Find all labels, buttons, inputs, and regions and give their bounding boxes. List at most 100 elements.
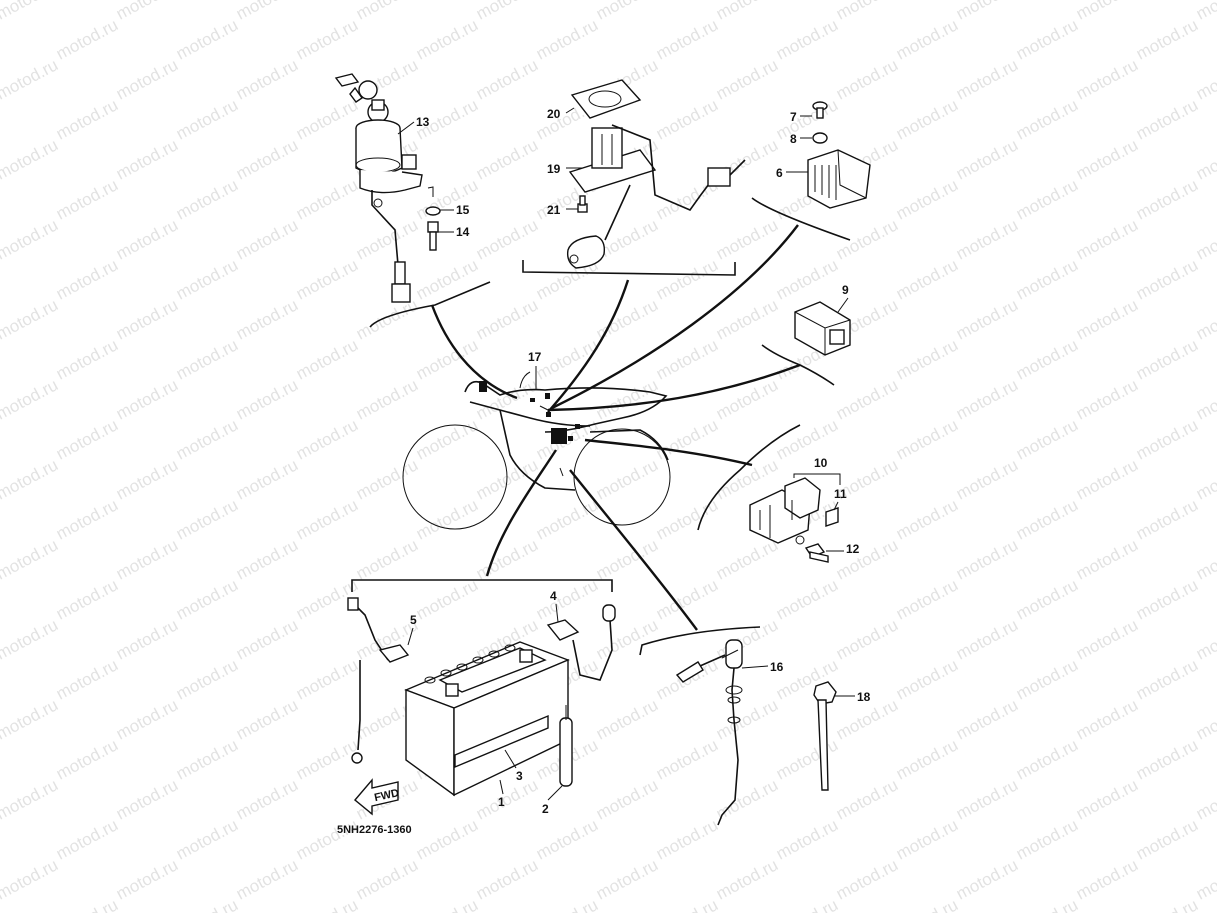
callout-1: 1: [498, 795, 505, 809]
watermark-text: motod.ru: [1193, 295, 1217, 343]
watermark-text: motod.ru: [1073, 375, 1141, 423]
watermark-text: motod.ru: [833, 775, 901, 823]
watermark-text: motod.ru: [413, 495, 481, 543]
watermark-text: motod.ru: [1193, 375, 1217, 423]
watermark-text: motod.ru: [233, 695, 301, 743]
watermark-text: motod.ru: [773, 15, 841, 63]
battery-plus-lead-icon: [546, 604, 616, 681]
watermark-text: motod.ru: [0, 295, 61, 343]
watermark-text: motod.ru: [1013, 895, 1081, 913]
watermark-text: motod.ru: [173, 15, 241, 63]
watermark-text: motod.ru: [893, 335, 961, 383]
watermark-text: motod.ru: [413, 175, 481, 223]
watermark-text: motod.ru: [1193, 455, 1217, 503]
watermark-text: motod.ru: [713, 775, 781, 823]
battery-band-icon: [454, 714, 549, 769]
watermark-text: motod.ru: [533, 15, 601, 63]
watermark-text: motod.ru: [293, 415, 361, 463]
neutral-switch-group: 16 18: [639, 626, 871, 826]
watermark-text: motod.ru: [113, 615, 181, 663]
watermark-text: motod.ru: [1073, 535, 1141, 583]
watermark-text: motod.ru: [233, 295, 301, 343]
watermark-text: motod.ru: [893, 95, 961, 143]
watermark-text: motod.ru: [473, 855, 541, 903]
regulator-group: 7 8 6: [751, 101, 871, 241]
callout-5: 5: [410, 613, 417, 627]
watermark-text: motod.ru: [1073, 295, 1141, 343]
diagram-code: 5NH2276-1360: [337, 824, 412, 836]
watermark-text: motod.ru: [1193, 615, 1217, 663]
watermark-text: motod.ru: [0, 55, 61, 103]
watermark-text: motod.ru: [773, 415, 841, 463]
watermark-text: motod.ru: [833, 215, 901, 263]
watermark-text: motod.ru: [773, 255, 841, 303]
watermark-text: motod.ru: [173, 575, 241, 623]
callout-3: 3: [516, 769, 523, 783]
motorcycle-silhouette: [402, 371, 671, 530]
watermark-text: motod.ru: [173, 735, 241, 783]
watermark-text: motod.ru: [653, 335, 721, 383]
battery-minus-lead-icon: [347, 597, 410, 764]
fuel-sender-icon: [566, 124, 746, 269]
watermark-text: motod.ru: [413, 575, 481, 623]
watermark-text: motod.ru: [53, 15, 121, 63]
battery-location-marker: [551, 428, 567, 444]
watermark-text: motod.ru: [233, 535, 301, 583]
callout-7: 7: [790, 110, 797, 124]
watermark-text: motod.ru: [1193, 55, 1217, 103]
callout-8: 8: [790, 132, 797, 146]
callout-14: 14: [456, 225, 470, 239]
watermark-text: motod.ru: [233, 855, 301, 903]
watermark-text: motod.ru: [173, 415, 241, 463]
watermark-text: motod.ru: [53, 735, 121, 783]
watermark-text: motod.ru: [353, 375, 421, 423]
watermark-text: motod.ru: [473, 215, 541, 263]
watermark-text: motod.ru: [953, 55, 1021, 103]
watermark-text: motod.ru: [773, 575, 841, 623]
watermark-text: motod.ru: [773, 735, 841, 783]
watermark-text: motod.ru: [593, 695, 661, 743]
watermark-text: motod.ru: [593, 775, 661, 823]
watermark-text: motod.ru: [833, 0, 901, 24]
callout-2: 2: [542, 802, 549, 816]
watermark-text: motod.ru: [653, 895, 721, 913]
watermark-text: motod.ru: [413, 815, 481, 863]
watermark-text: motod.ru: [653, 815, 721, 863]
callout-17-group: 17: [528, 350, 542, 390]
watermark-text: motod.ru: [353, 855, 421, 903]
watermark-text: motod.ru: [953, 215, 1021, 263]
watermark-text: motod.ru: [833, 375, 901, 423]
watermark-text: motod.ru: [353, 295, 421, 343]
watermark-text: motod.ru: [0, 615, 61, 663]
watermark-text: motod.ru: [1073, 455, 1141, 503]
watermark-text: motod.ru: [1133, 175, 1201, 223]
watermark-text: motod.ru: [953, 375, 1021, 423]
watermark-text: motod.ru: [113, 695, 181, 743]
main-switch-icon: [355, 119, 423, 303]
callout-6: 6: [776, 166, 783, 180]
watermark-text: motod.ru: [533, 575, 601, 623]
watermark-text: motod.ru: [1013, 335, 1081, 383]
gasket-icon: [570, 79, 642, 119]
watermark-text: motod.ru: [113, 295, 181, 343]
watermark-text: motod.ru: [173, 175, 241, 223]
watermark-text: motod.ru: [1013, 655, 1081, 703]
watermark-text: motod.ru: [1073, 615, 1141, 663]
watermark-text: motod.ru: [593, 0, 661, 24]
watermark-text: motod.ru: [413, 415, 481, 463]
watermark-text: motod.ru: [773, 895, 841, 913]
watermark-text: motod.ru: [293, 895, 361, 913]
callout-19: 19: [547, 162, 561, 176]
callout-13: 13: [416, 115, 430, 129]
callout-4: 4: [550, 589, 557, 603]
watermark-text: motod.ru: [173, 95, 241, 143]
watermark-text: motod.ru: [113, 215, 181, 263]
watermark-text: motod.ru: [113, 135, 181, 183]
rectifier-regulator-icon: [807, 149, 871, 209]
watermark-text: motod.ru: [953, 295, 1021, 343]
watermark-text: motod.ru: [53, 335, 121, 383]
watermark-text: motod.ru: [233, 0, 301, 24]
watermark-text: motod.ru: [533, 335, 601, 383]
watermark-text: motod.ru: [1133, 415, 1201, 463]
watermark-text: motod.ru: [893, 575, 961, 623]
